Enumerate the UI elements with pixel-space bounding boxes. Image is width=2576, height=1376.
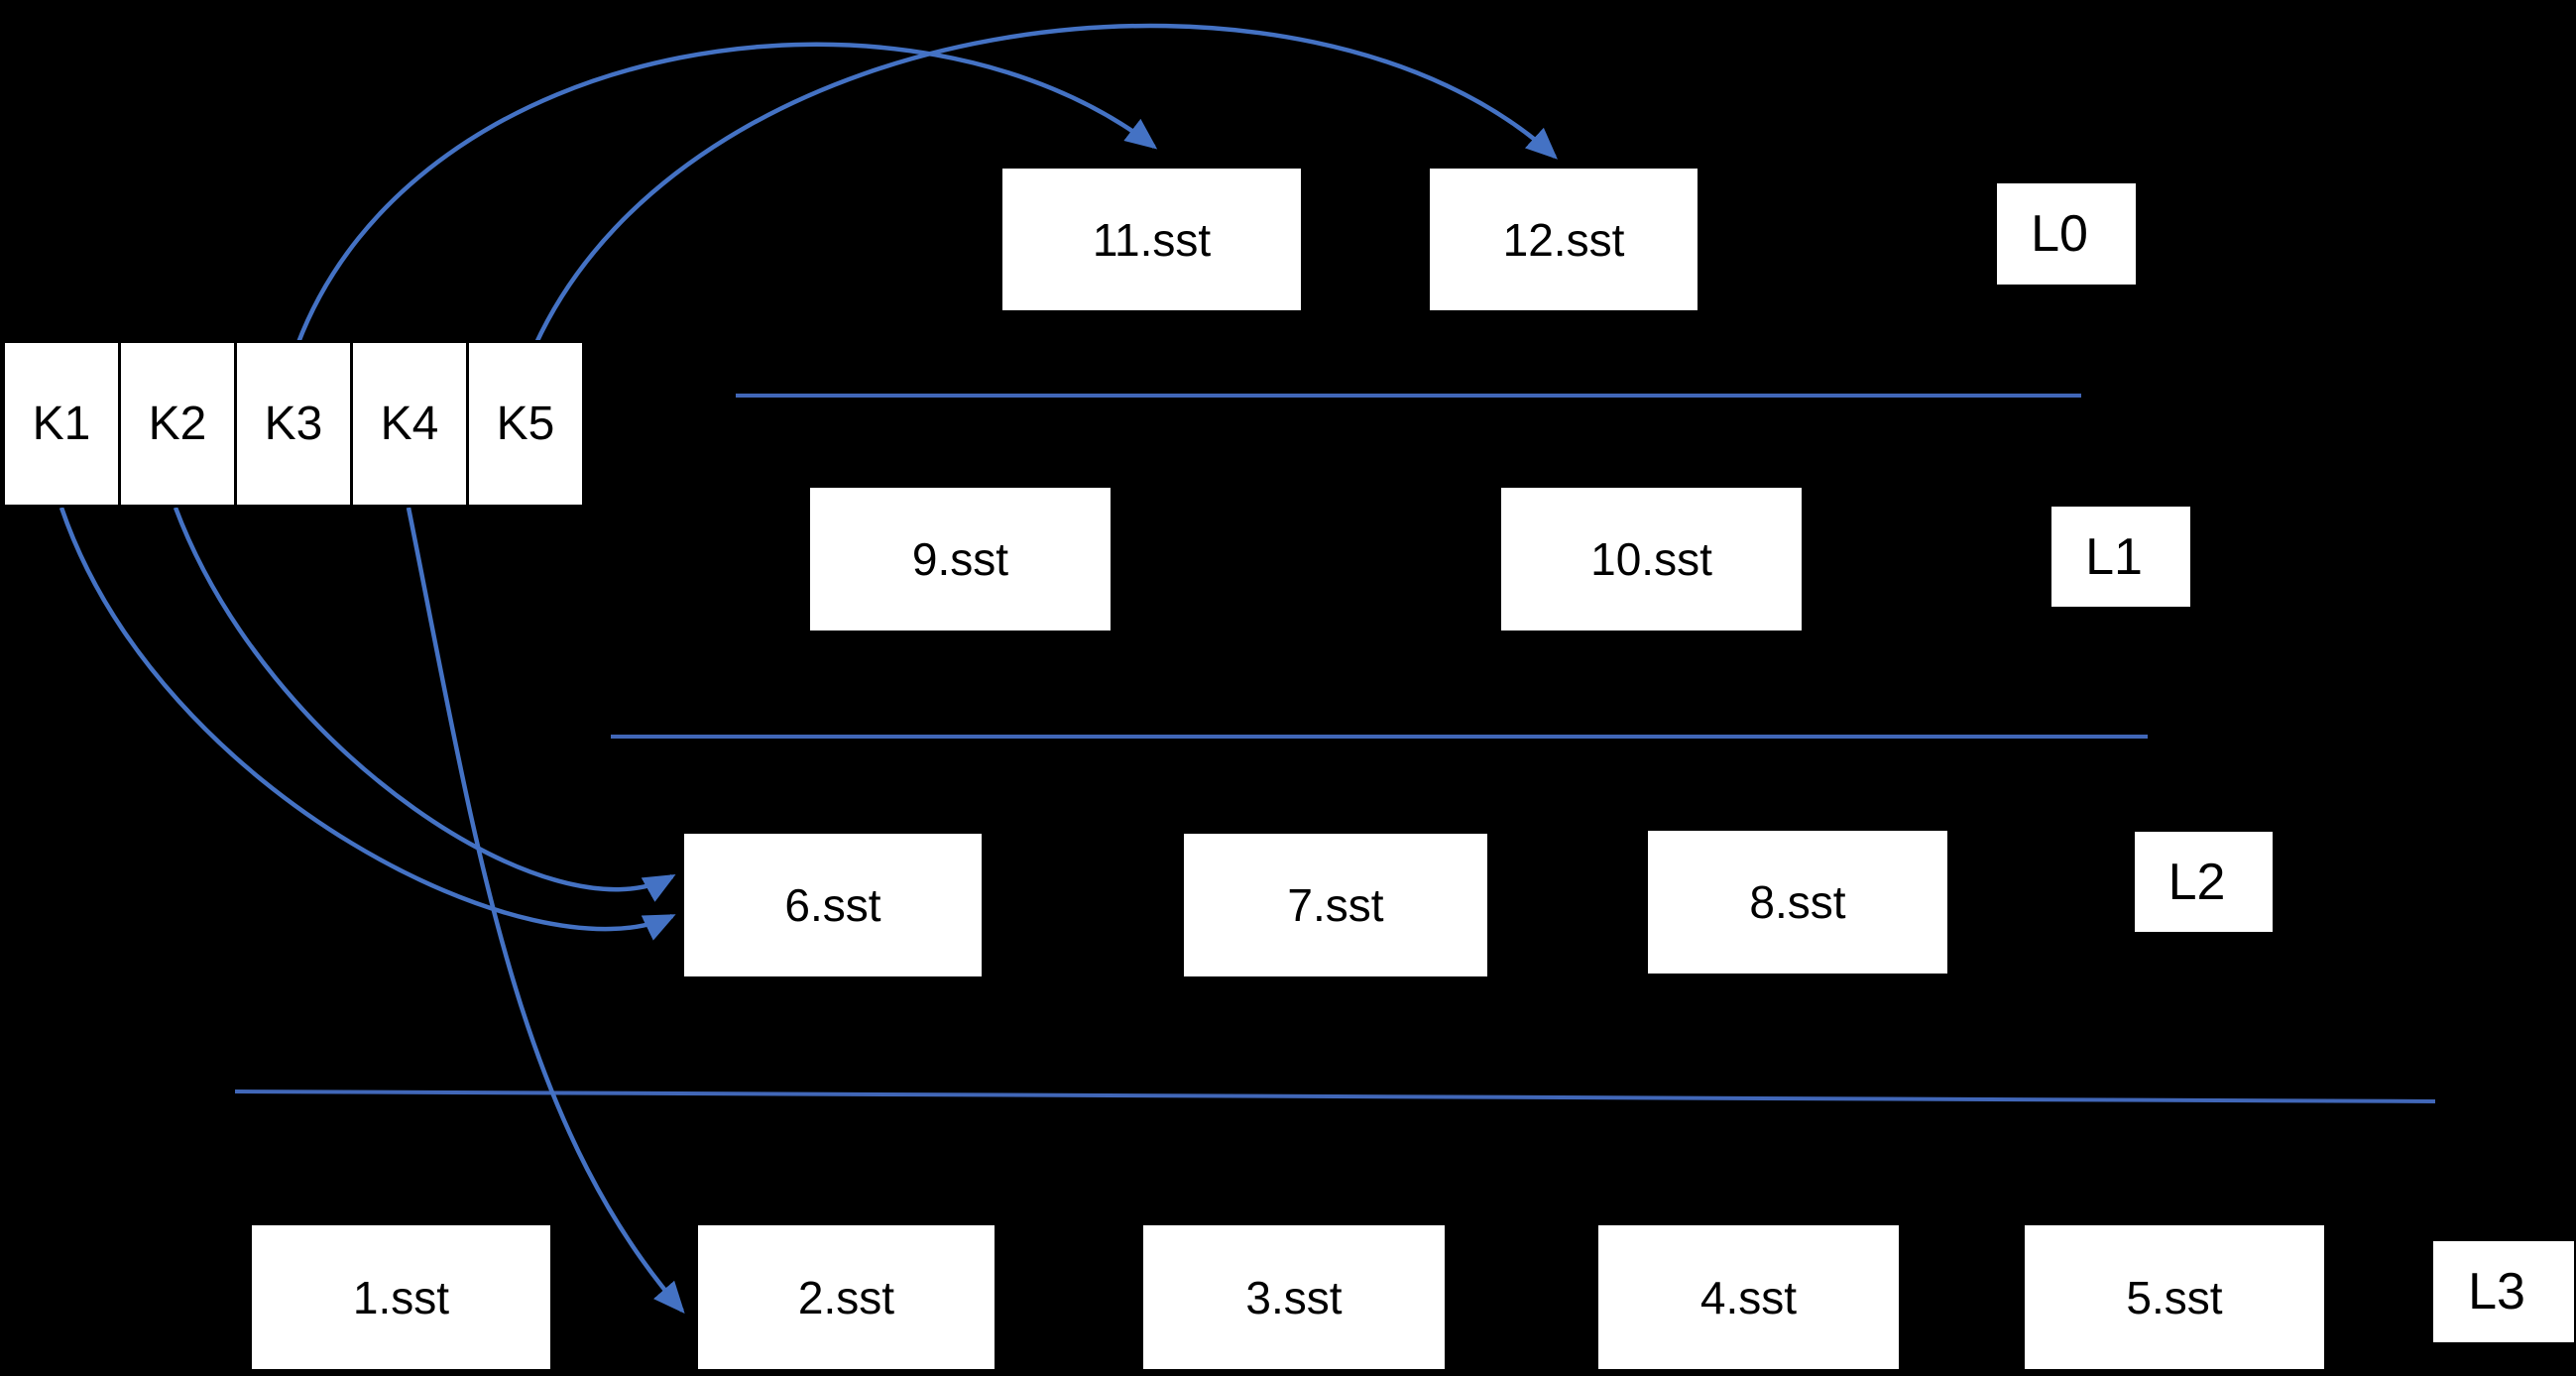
level-label-l2: L2 [2135,832,2273,932]
memtable-key-row: K1 K2 K3 K4 K5 [2,340,585,508]
sst-box-6: 6.sst [684,834,982,976]
sst-box-4: 4.sst [1598,1225,1899,1369]
sst-box-8: 8.sst [1648,831,1947,974]
memtable-key-k2: K2 [118,340,237,508]
memtable-key-k3: K3 [234,340,353,508]
sst-box-12: 12.sst [1430,169,1698,310]
sst-box-2: 2.sst [698,1225,995,1369]
sst-box-5: 5.sst [2025,1225,2324,1369]
arrow-k2-to-6sst [173,507,676,902]
memtable-key-k1: K1 [2,340,121,508]
level-label-l0: L0 [1997,183,2136,285]
sst-box-7: 7.sst [1184,834,1487,976]
arrow-k4-to-2sst [406,507,685,1315]
sst-box-3: 3.sst [1143,1225,1445,1369]
level-label-l3: L3 [2433,1241,2574,1342]
sst-box-10: 10.sst [1501,488,1802,631]
memtable-key-k4: K4 [350,340,469,508]
sst-box-9: 9.sst [810,488,1111,631]
arrow-k5-to-12sst [532,23,1558,346]
sst-box-11: 11.sst [1002,169,1301,310]
level-label-l1: L1 [2051,507,2190,607]
level-divider-l2-l3 [234,1089,2436,1103]
arrow-k3-to-11sst [294,42,1158,346]
arrow-k1-to-6sst [59,507,676,941]
memtable-key-k5: K5 [466,340,585,508]
sst-box-1: 1.sst [252,1225,550,1369]
